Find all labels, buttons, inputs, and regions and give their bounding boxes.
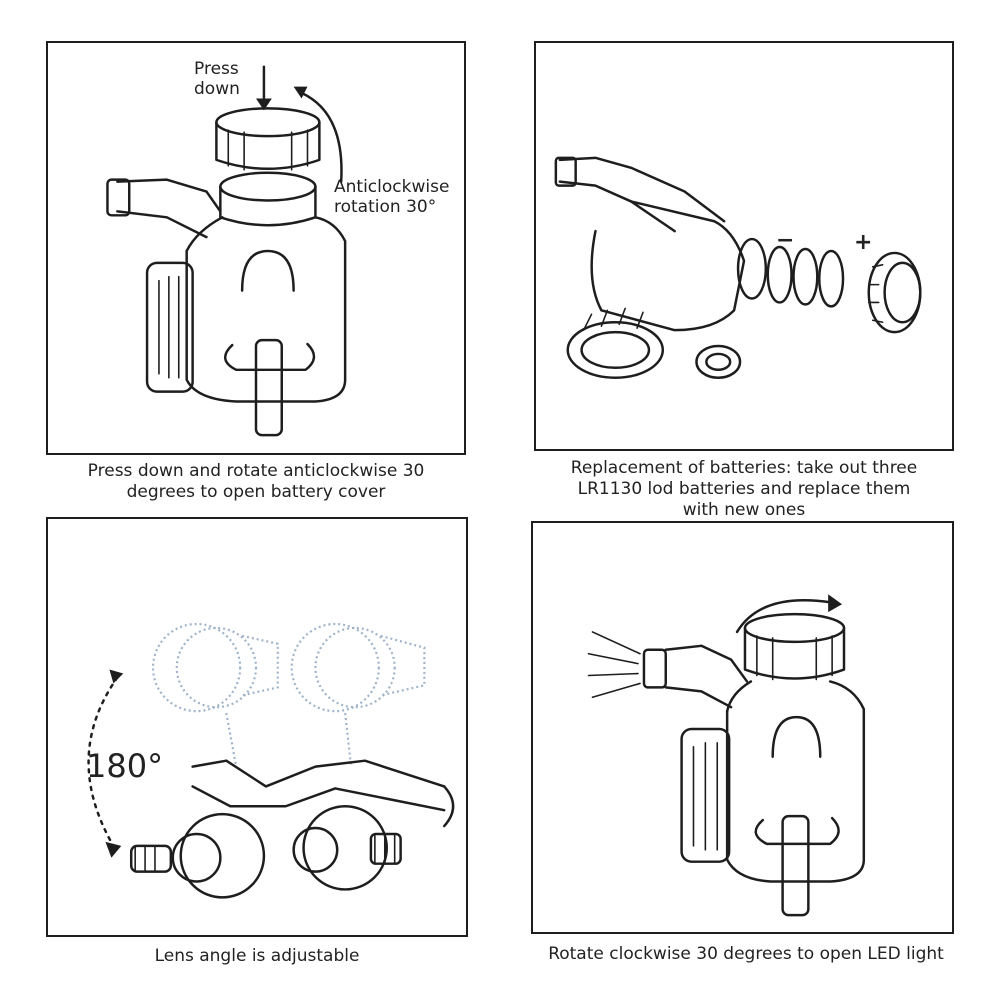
illustration-panel-battery-cover: Press down Anticlockwise rotation 30° [46,41,466,455]
battery-plus-label: + [854,230,873,255]
caption-led-light: Rotate clockwise 30 degrees to open LED … [548,944,944,964]
lens-angle-drawing [87,622,455,899]
illustration-panel-led-light [531,521,954,934]
caption-batteries: Replacement of batteries: take out three… [570,458,918,520]
batteries-drawing [554,156,922,379]
illustration-panel-batteries: − + [534,41,954,451]
illustration-panel-lens-angle: 180° [46,517,468,937]
press-down-label: Press down [194,59,240,99]
battery-cover-drawing [106,65,347,437]
battery-minus-label: − [776,228,795,253]
angle-180-label: 180° [86,747,164,785]
caption-lens-angle: Lens angle is adjustable [154,946,360,966]
caption-battery-cover: Press down and rotate anticlockwise 30 d… [87,461,425,502]
led-light-drawing [587,594,866,917]
anticlockwise-rotation-label: Anticlockwise rotation 30° [334,177,450,217]
